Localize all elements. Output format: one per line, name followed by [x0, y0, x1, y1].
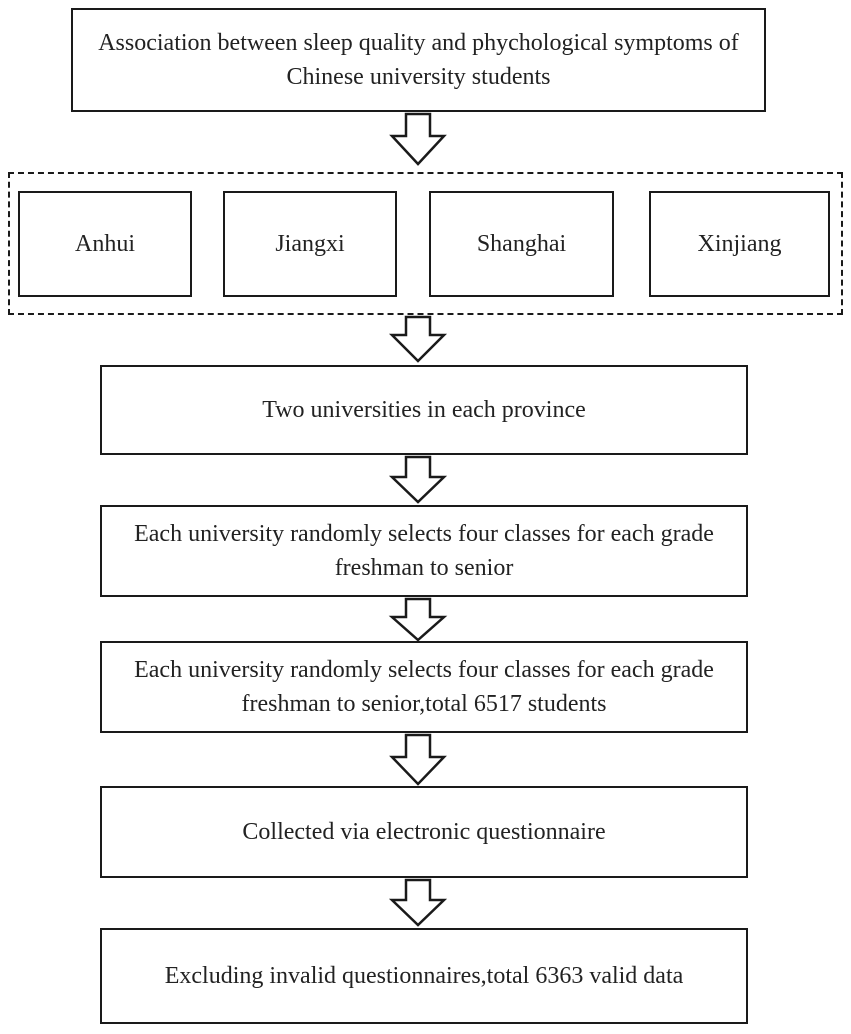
down-arrow-icon	[388, 878, 448, 927]
province-box-anhui: Anhui	[18, 191, 192, 297]
province-label: Shanghai	[476, 231, 567, 257]
step-box-total-students: Each university randomly selects four cl…	[100, 641, 748, 733]
province-label: Xinjiang	[697, 231, 782, 257]
provinces-group	[8, 172, 843, 315]
province-label: Jiangxi	[275, 231, 345, 257]
down-arrow-icon	[388, 455, 448, 504]
step-box-class-selection: Each university randomly selects four cl…	[100, 505, 748, 597]
title-box: Association between sleep quality and ph…	[71, 8, 766, 112]
province-box-xinjiang: Xinjiang	[649, 191, 830, 297]
down-arrow-icon	[388, 597, 448, 642]
step-box-questionnaire: Collected via electronic questionnaire	[100, 786, 748, 878]
step-text: Each university randomly selects four cl…	[134, 521, 714, 581]
province-box-shanghai: Shanghai	[429, 191, 614, 297]
title-text: Association between sleep quality and ph…	[98, 30, 739, 90]
down-arrow-icon	[388, 315, 448, 363]
down-arrow-icon	[389, 733, 447, 786]
step-box-universities: Two universities in each province	[100, 365, 748, 455]
step-text: Collected via electronic questionnaire	[242, 819, 606, 845]
province-label: Anhui	[75, 231, 135, 257]
step-text: Two universities in each province	[262, 397, 586, 423]
down-arrow-icon	[389, 112, 447, 166]
step-text: Excluding invalid questionnaires,total 6…	[164, 963, 684, 989]
step-text: Each university randomly selects four cl…	[134, 657, 714, 717]
province-box-jiangxi: Jiangxi	[223, 191, 397, 297]
step-box-valid-data: Excluding invalid questionnaires,total 6…	[100, 928, 748, 1024]
